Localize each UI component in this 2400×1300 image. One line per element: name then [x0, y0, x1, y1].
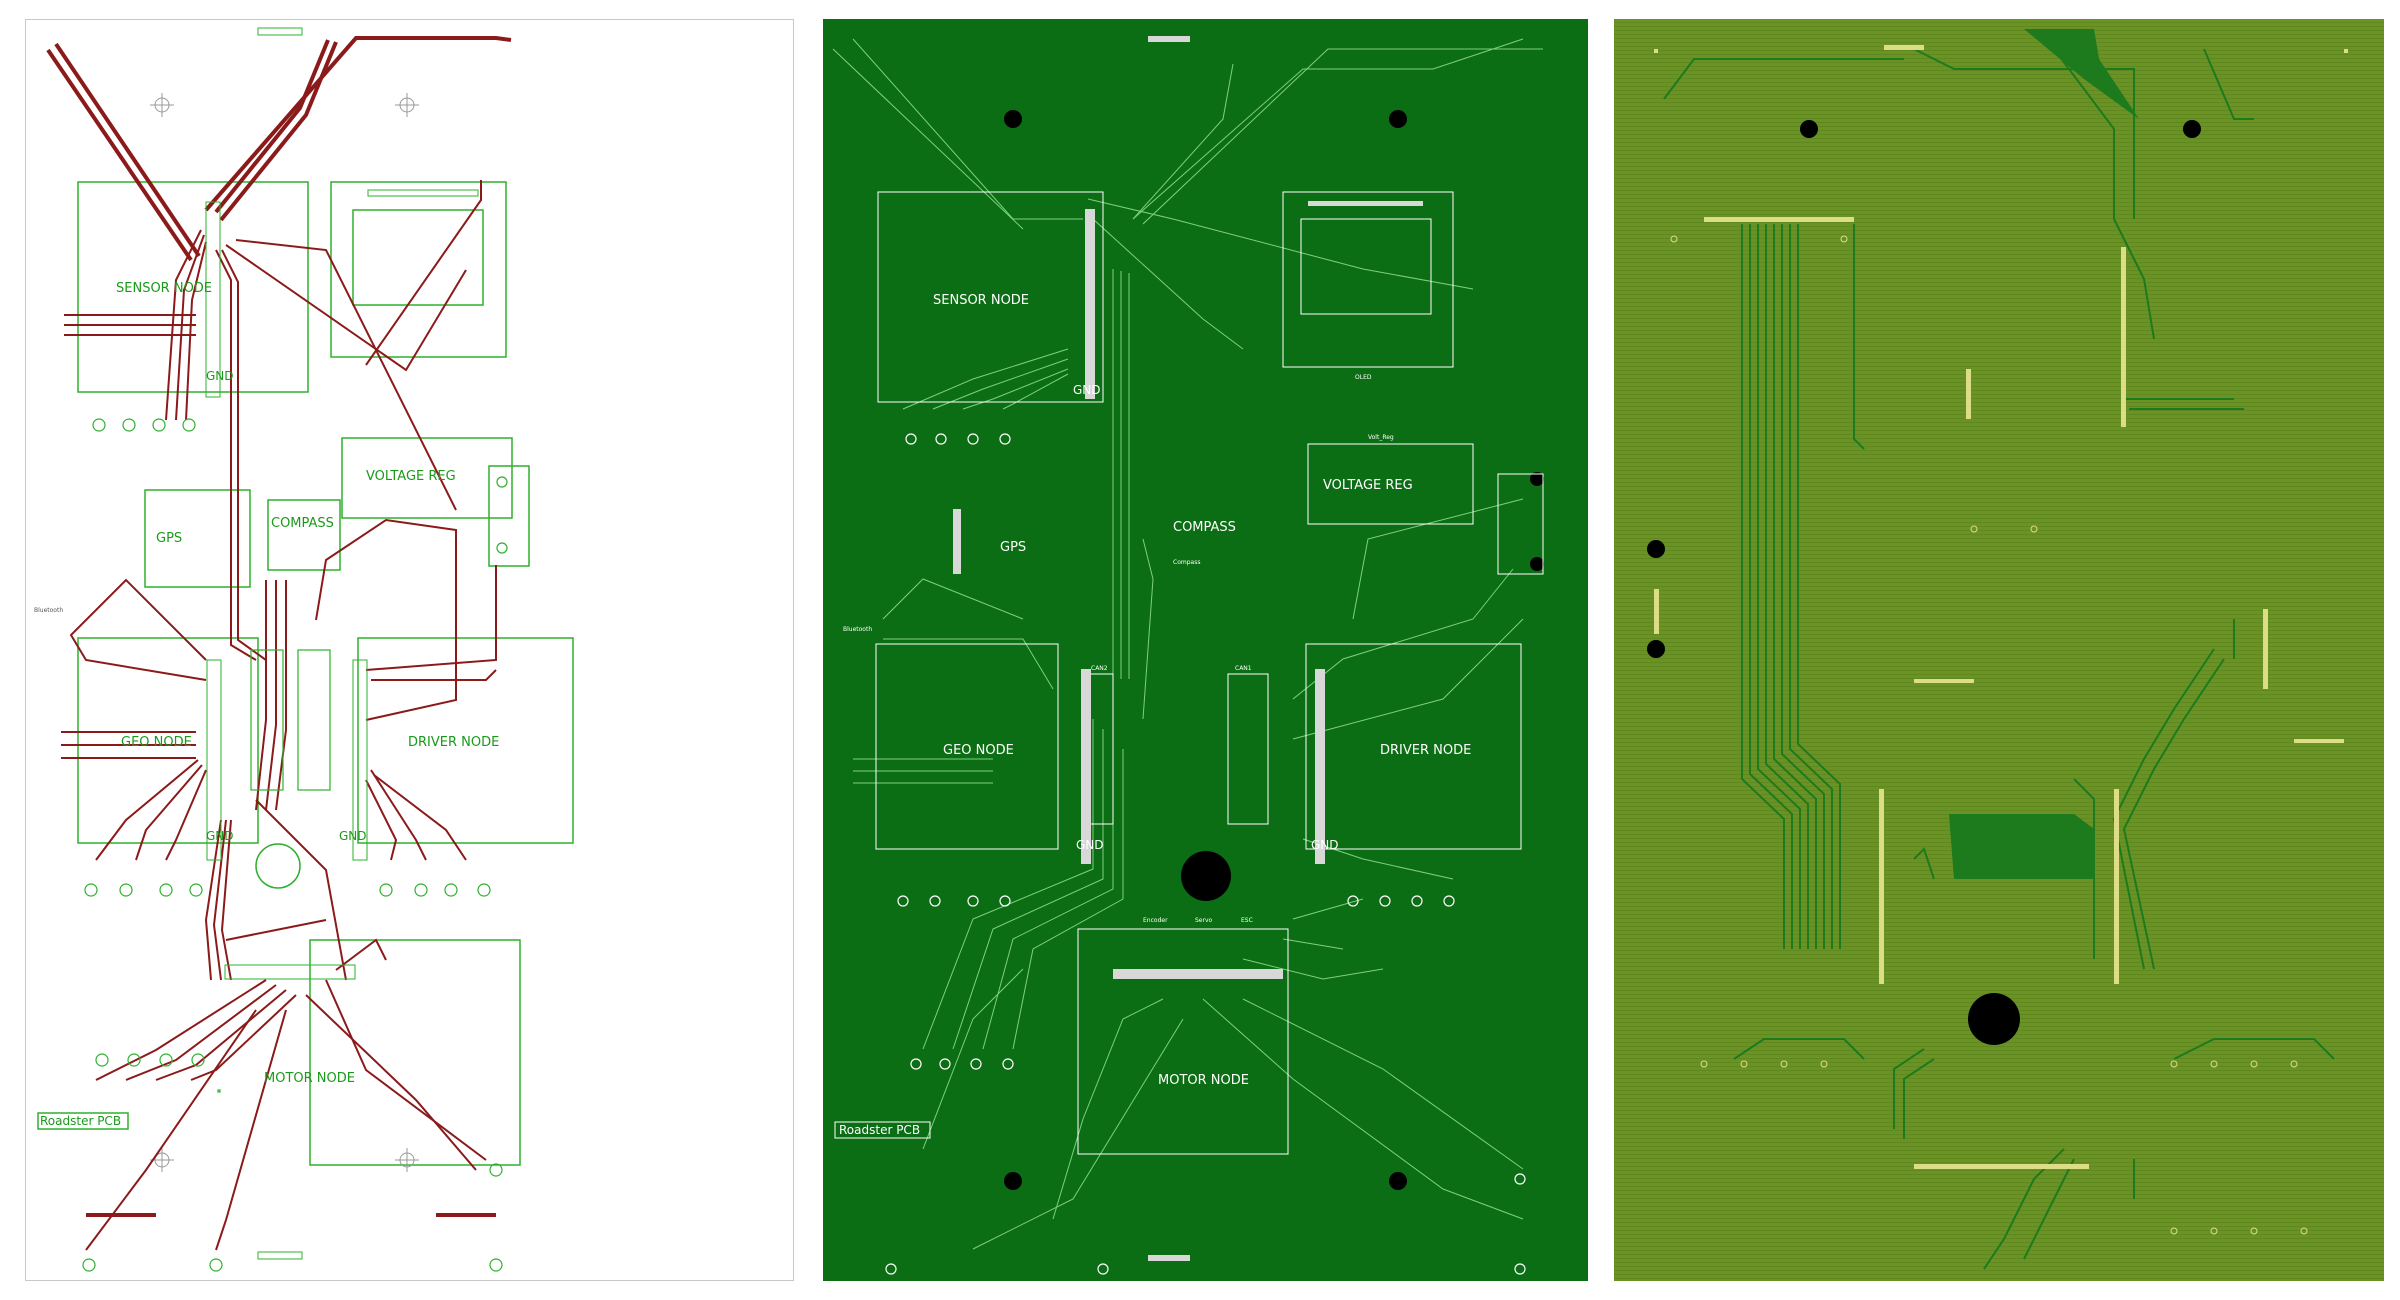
- voltage-reg-outline: [341, 437, 513, 519]
- module-outlines: [37, 181, 574, 1166]
- top-esc-silk: ESC: [1241, 917, 1253, 924]
- top-pads: [885, 433, 1526, 1275]
- top-can1-silk: CAN1: [1235, 665, 1252, 672]
- connector-outline: [488, 465, 530, 567]
- oled-outline: [330, 181, 507, 358]
- sensor-node-outline: [77, 181, 309, 393]
- silkscreen-outlines: [834, 191, 1544, 1155]
- top-driver-label: DRIVER NODE: [1380, 743, 1471, 758]
- bottom-fill-regions: [1949, 29, 2139, 879]
- sensor-node-label: SENSOR NODE: [116, 281, 212, 296]
- outline-drawing: SENSOR NODE GPS COMPASS VOLTAGE REG GEO …: [34, 27, 574, 1272]
- geo-node-outline: [77, 637, 259, 844]
- top-can2-silk: CAN2: [1091, 665, 1108, 672]
- sensor-gnd-label: GND: [206, 369, 234, 383]
- top-drawing: SENSOR NODE GPS COMPASS VOLTAGE REG GEO …: [832, 36, 1544, 1275]
- bottom-traces: [1663, 48, 2335, 1270]
- board-name-box: [37, 1112, 129, 1130]
- top-voltreg-silk: Volt_Reg: [1368, 434, 1394, 441]
- gps-outline: [144, 489, 251, 588]
- pcb-outline-view: SENSOR NODE GPS COMPASS VOLTAGE REG GEO …: [25, 19, 794, 1281]
- header-pins: [205, 27, 479, 1260]
- oled-screen-outline: [352, 209, 484, 306]
- top-geo-label: GEO NODE: [943, 743, 1014, 758]
- center-hole-outline: [255, 843, 301, 889]
- top-sensor-gnd: GND: [1073, 383, 1101, 397]
- top-motor-label: MOTOR NODE: [1158, 1073, 1249, 1088]
- bottom-pads: [1654, 45, 2348, 1169]
- compass-outline: [267, 499, 341, 571]
- top-bluetooth-silk: Bluetooth: [843, 626, 872, 633]
- voltage-reg-label: VOLTAGE REG: [366, 469, 456, 484]
- pcb-top-view: SENSOR NODE GPS COMPASS VOLTAGE REG GEO …: [823, 19, 1588, 1281]
- motor-node-label: MOTOR NODE: [264, 1071, 355, 1086]
- top-voltage-label: VOLTAGE REG: [1323, 478, 1413, 493]
- bottom-holes: [1647, 120, 2201, 1045]
- bottom-copper-pour: [1614, 19, 2384, 1281]
- top-headers: [953, 36, 1423, 1261]
- signal-traces: [61, 180, 497, 1251]
- top-compass-label: COMPASS: [1173, 520, 1236, 535]
- bottom-vias: [1670, 235, 2308, 1235]
- top-oled-silk: OLED: [1355, 374, 1372, 381]
- geo-node-label: GEO NODE: [121, 735, 192, 750]
- board-name-label: Roadster PCB: [40, 1114, 121, 1128]
- top-sensor-label: SENSOR NODE: [933, 293, 1029, 308]
- compass-label: COMPASS: [271, 516, 334, 531]
- top-compass-hdr-silk: Compass: [1173, 559, 1200, 566]
- top-servo-silk: Servo: [1195, 917, 1213, 924]
- power-traces: [46, 36, 512, 1217]
- mount-crosshairs: [150, 93, 419, 1172]
- motor-node-outline: [309, 939, 521, 1166]
- top-labels: SENSOR NODE GPS COMPASS VOLTAGE REG GEO …: [839, 293, 1471, 1137]
- pcb-bottom-view: [1614, 19, 2384, 1281]
- driver-gnd-label: GND: [339, 829, 367, 843]
- geo-gnd-label: GND: [206, 829, 234, 843]
- mount-holes: [1004, 110, 1544, 1190]
- bottom-drawing: [1614, 19, 2384, 1281]
- top-encoder-silk: Encoder: [1143, 917, 1168, 924]
- top-board-name: Roadster PCB: [839, 1123, 920, 1137]
- top-gps-label: GPS: [1000, 540, 1026, 555]
- driver-node-label: DRIVER NODE: [408, 735, 499, 750]
- component-pads: [82, 418, 508, 1272]
- driver-node-outline: [357, 637, 574, 844]
- gps-label: GPS: [156, 531, 182, 546]
- bluetooth-silk: Bluetooth: [34, 607, 63, 614]
- module-labels: SENSOR NODE GPS COMPASS VOLTAGE REG GEO …: [34, 281, 499, 1128]
- top-geo-gnd: GND: [1076, 838, 1104, 852]
- top-driver-gnd: GND: [1311, 838, 1339, 852]
